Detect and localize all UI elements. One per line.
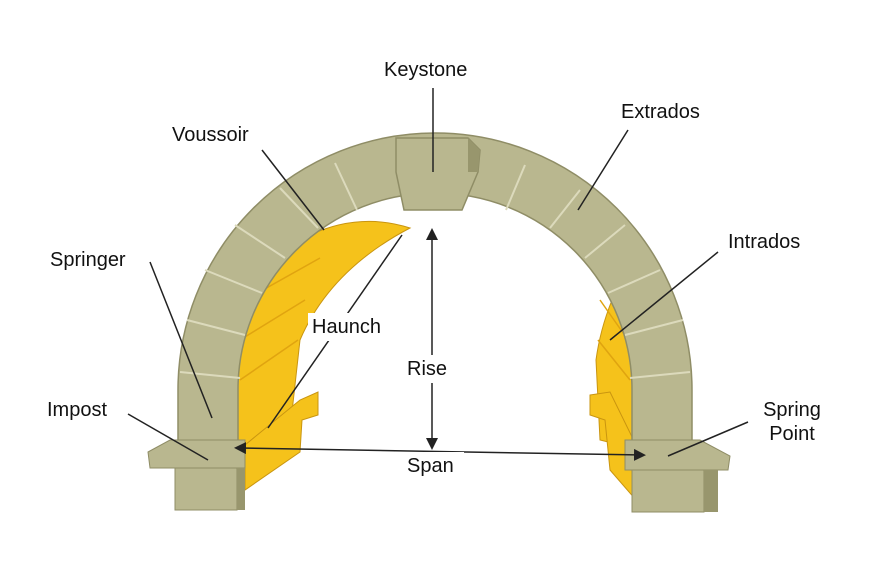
haunch-label-bg bbox=[308, 313, 396, 341]
voussoir-label: Voussoir bbox=[172, 124, 249, 146]
keystone-side bbox=[468, 138, 480, 172]
impost-leader bbox=[127, 413, 209, 461]
rise-label: Rise bbox=[407, 358, 448, 380]
left-ledge bbox=[244, 391, 319, 491]
springer-leader bbox=[149, 261, 213, 419]
intrados-leader bbox=[609, 251, 719, 341]
intrados-label: Intrados bbox=[728, 231, 801, 253]
extrados-leader bbox=[577, 129, 629, 211]
span-label-bg bbox=[402, 452, 464, 480]
spring-point-label: Spring Point bbox=[754, 398, 830, 446]
extrados-label: Extrados bbox=[621, 101, 700, 123]
keystone-block bbox=[395, 137, 481, 211]
voussoir-leader bbox=[261, 149, 325, 231]
springer-label: Springer bbox=[50, 249, 126, 271]
spring-point-label-line1: Spring bbox=[763, 399, 821, 421]
keystone-label: Keystone bbox=[384, 59, 468, 81]
haunch-label: Haunch bbox=[312, 316, 381, 338]
spring-point-label-line2: Point bbox=[769, 423, 815, 445]
right-pier-side bbox=[704, 470, 718, 512]
left-pier bbox=[174, 467, 238, 511]
rise-label-bg bbox=[403, 355, 461, 383]
impost-label: Impost bbox=[47, 399, 108, 421]
span-label: Span bbox=[407, 455, 454, 477]
right-impost-cap bbox=[624, 439, 731, 471]
right-pier bbox=[631, 469, 705, 513]
span-arrow bbox=[234, 442, 646, 461]
left-pier-side bbox=[237, 468, 245, 510]
spring-point-leader bbox=[667, 421, 749, 457]
